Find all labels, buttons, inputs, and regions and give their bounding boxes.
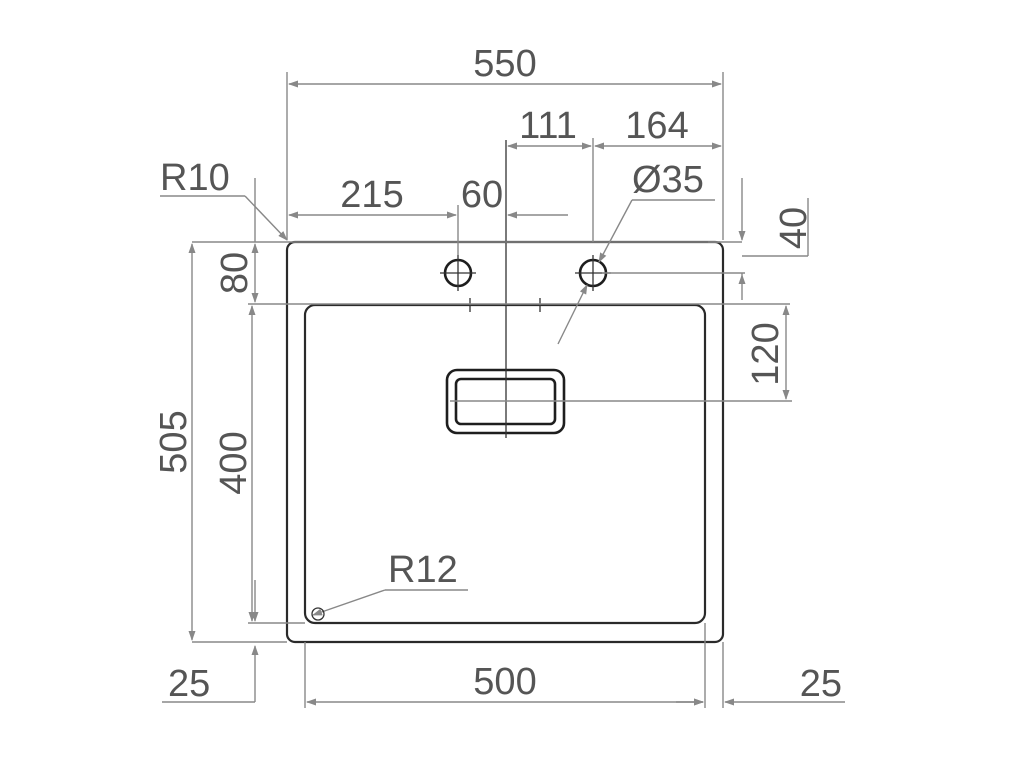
dim-tap-row-offset: 40 <box>738 178 815 300</box>
label-tap-spacing: 60 <box>461 174 503 216</box>
dim-overall-width: 550 <box>288 43 722 88</box>
dim-top-deck-depth: 80 <box>214 243 259 303</box>
dim-corner-radius-bowl: R12 <box>311 549 468 621</box>
label-bowl-depth: 400 <box>213 431 255 494</box>
label-left-rim: 25 <box>168 663 210 705</box>
label-bowl-drain-offset: 120 <box>745 322 787 385</box>
label-right-offset: 164 <box>625 105 688 147</box>
label-right-rim: 25 <box>800 663 842 705</box>
dim-bowl-width: 500 <box>306 661 704 706</box>
extension-lines <box>192 72 790 708</box>
label-corner-radius-outer: R10 <box>160 157 230 199</box>
label-left-tap-offset: 215 <box>340 174 403 216</box>
label-drain-offset: 111 <box>519 105 577 147</box>
dim-bowl-drain-offset: 120 <box>745 305 790 400</box>
label-overall-depth: 505 <box>153 410 195 473</box>
label-tap-row-offset: 40 <box>773 207 815 249</box>
dim-corner-radius-outer: R10 <box>160 157 288 242</box>
label-corner-radius-bowl: R12 <box>388 549 458 591</box>
label-tap-hole-diameter: Ø35 <box>632 159 704 201</box>
bowl-corner-marker <box>311 607 325 621</box>
bowl-outline <box>303 303 707 625</box>
tap-hole-left <box>440 255 476 291</box>
dim-bowl-depth: 400 <box>213 305 256 622</box>
sink-outer-outline <box>285 240 725 644</box>
dim-right-rim: 25 <box>676 663 845 706</box>
dim-left-rim: 25 <box>162 580 259 705</box>
label-bowl-width: 500 <box>473 661 536 703</box>
dim-tap-hole-diameter: Ø35 <box>557 159 715 345</box>
label-top-deck-depth: 80 <box>214 252 256 294</box>
dim-overall-depth: 505 <box>153 243 196 641</box>
dim-drain-offsets: 111 164 <box>507 105 722 150</box>
sink-body <box>285 140 792 644</box>
label-overall-width: 550 <box>473 43 536 85</box>
dim-tap-offsets: 215 60 <box>288 174 568 255</box>
